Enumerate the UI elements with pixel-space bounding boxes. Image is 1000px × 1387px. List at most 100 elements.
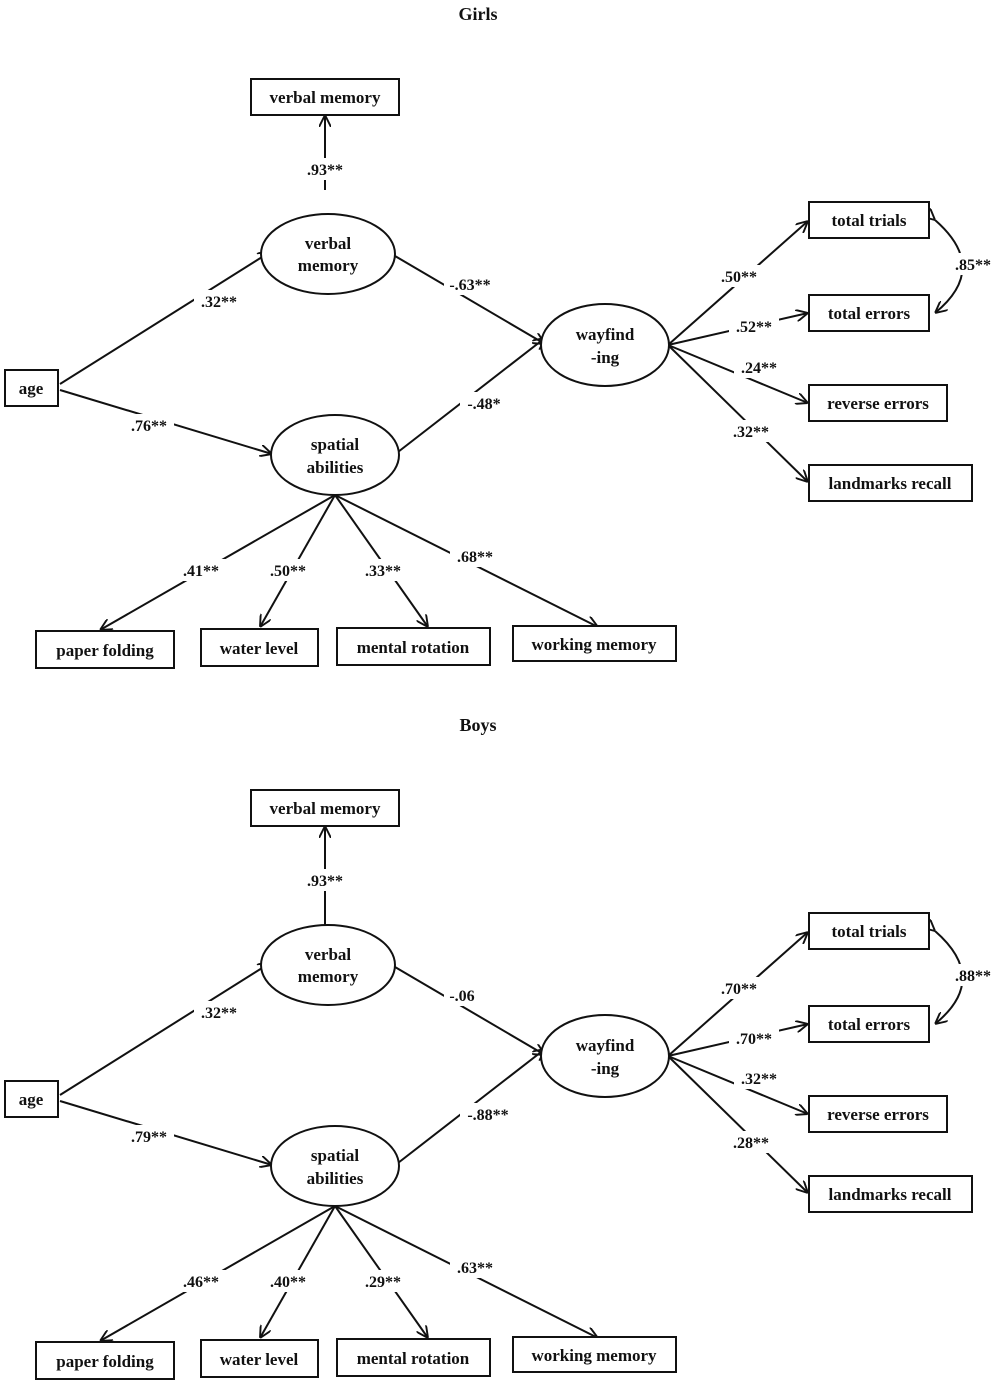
latent-spatial-abilities xyxy=(270,414,400,496)
box-paper-folding-label: paper folding xyxy=(56,1352,154,1371)
box-age xyxy=(4,369,59,407)
coefficients: .93** .32** .79** -.06 -.88** .70** .70*… xyxy=(124,869,998,1292)
box-total-errors xyxy=(808,1005,930,1043)
coef-age-to-spatial: .79** xyxy=(131,1129,167,1146)
coef-trials-errors-covariance: .88** xyxy=(955,968,991,985)
latent-spatial-abilities-line2: abilities xyxy=(307,458,364,477)
box-water-level-label: water level xyxy=(220,1350,299,1369)
coef-age-to-spatial: .76** xyxy=(131,418,167,435)
box-reverse-errors-label: reverse errors xyxy=(827,394,929,413)
coef-way-to-total-trials: .70** xyxy=(721,981,757,998)
coef-verbal-to-wayfinding: -.06 xyxy=(449,988,474,1005)
edge-way-to-landmarks xyxy=(667,344,808,482)
coef-trials-errors-covariance: .85** xyxy=(955,257,991,274)
latent-wayfinding-line1: wayfind xyxy=(576,325,635,344)
latent-wayfinding-line2: -ing xyxy=(591,348,620,367)
box-total-errors xyxy=(808,294,930,332)
edge-age-to-verbal xyxy=(59,963,270,1096)
box-water-level-label: water level xyxy=(220,639,299,658)
edges xyxy=(59,826,964,1341)
coef-spatial-to-mental-rotation: .33** xyxy=(365,563,401,580)
box-total-trials-label: total trials xyxy=(831,922,906,941)
box-working-memory xyxy=(512,1336,677,1373)
box-reverse-errors-label: reverse errors xyxy=(827,1105,929,1124)
coef-spatial-to-working-memory: .63** xyxy=(457,1260,493,1277)
box-landmarks-recall-label: landmarks recall xyxy=(829,1185,952,1204)
box-age-label: age xyxy=(19,1090,44,1109)
coef-spatial-to-water-level: .40** xyxy=(270,1274,306,1291)
coef-way-to-total-errors: .70** xyxy=(736,1031,772,1048)
coef-way-to-total-errors: .52** xyxy=(736,319,772,336)
latent-spatial-abilities-line2: abilities xyxy=(307,1169,364,1188)
box-landmarks-recall-label: landmarks recall xyxy=(829,474,952,493)
box-working-memory-label: working memory xyxy=(531,1346,657,1365)
coef-way-to-total-trials: .50** xyxy=(721,269,757,286)
box-total-trials xyxy=(808,201,930,239)
latent-spatial-abilities xyxy=(270,1125,400,1207)
panel-boys: Boys verbal memory age total trials tota… xyxy=(4,715,998,1380)
box-total-errors-label: total errors xyxy=(828,304,911,323)
latent-wayfinding xyxy=(540,1014,670,1098)
coef-spatial-to-wayfinding: -.48* xyxy=(467,396,500,413)
box-verbal-memory xyxy=(250,789,400,827)
latent-wayfinding-line2: -ing xyxy=(591,1059,620,1078)
edge-age-to-verbal xyxy=(59,252,270,385)
latent-verbal-memory-line1: verbal xyxy=(305,945,352,964)
panel-title: Boys xyxy=(459,715,496,735)
coef-spatial-to-paper-folding: .46** xyxy=(183,1274,219,1291)
coef-way-to-landmarks: .32** xyxy=(733,424,769,441)
box-working-memory-label: working memory xyxy=(531,635,657,654)
latent-spatial-abilities-line1: spatial xyxy=(311,435,359,454)
coef-verbal-to-indicator: .93** xyxy=(307,162,343,179)
box-verbal-memory xyxy=(250,78,400,116)
edge-verbal-to-wayfinding xyxy=(394,966,545,1055)
panel-girls: Girls verbal memory age total trials tot… xyxy=(4,4,998,669)
box-landmarks-recall xyxy=(808,1175,973,1213)
coef-verbal-to-wayfinding: -.63** xyxy=(449,277,490,294)
box-paper-folding xyxy=(35,1341,175,1380)
box-verbal-memory-label: verbal memory xyxy=(270,88,381,107)
box-paper-folding xyxy=(35,630,175,669)
box-reverse-errors xyxy=(808,384,948,422)
coef-spatial-to-working-memory: .68** xyxy=(457,549,493,566)
box-age-label: age xyxy=(19,379,44,398)
box-age xyxy=(4,1080,59,1118)
coef-verbal-to-indicator: .93** xyxy=(307,873,343,890)
coef-way-to-reverse-errors: .32** xyxy=(741,1071,777,1088)
box-mental-rotation xyxy=(336,1338,491,1377)
latent-verbal-memory xyxy=(260,213,396,295)
box-mental-rotation xyxy=(336,627,491,666)
edge-way-to-landmarks xyxy=(667,1055,808,1193)
coef-way-to-reverse-errors: .24** xyxy=(741,360,777,377)
coef-age-to-verbal: .32** xyxy=(201,294,237,311)
latent-wayfinding xyxy=(540,303,670,387)
latent-wayfinding-line1: wayfind xyxy=(576,1036,635,1055)
coefficients: .93** .32** .76** -.63** -.48* .50** .52… xyxy=(124,158,998,581)
coef-spatial-to-mental-rotation: .29** xyxy=(365,1274,401,1291)
box-paper-folding-label: paper folding xyxy=(56,641,154,660)
box-mental-rotation-label: mental rotation xyxy=(357,1349,470,1368)
box-reverse-errors xyxy=(808,1095,948,1133)
box-landmarks-recall xyxy=(808,464,973,502)
box-water-level xyxy=(200,1339,319,1378)
box-verbal-memory-label: verbal memory xyxy=(270,799,381,818)
latent-verbal-memory-line1: verbal xyxy=(305,234,352,253)
coef-way-to-landmarks: .28** xyxy=(733,1135,769,1152)
latent-verbal-memory-line2: memory xyxy=(298,967,359,986)
edge-verbal-to-wayfinding xyxy=(394,255,545,344)
box-total-errors-label: total errors xyxy=(828,1015,911,1034)
coef-spatial-to-wayfinding: -.88** xyxy=(467,1107,508,1124)
panel-title: Girls xyxy=(459,4,498,24)
box-total-trials xyxy=(808,912,930,950)
coef-spatial-to-paper-folding: .41** xyxy=(183,563,219,580)
latent-spatial-abilities-line1: spatial xyxy=(311,1146,359,1165)
latent-verbal-memory xyxy=(260,924,396,1006)
box-working-memory xyxy=(512,625,677,662)
box-water-level xyxy=(200,628,319,667)
edges xyxy=(59,115,964,630)
coef-age-to-verbal: .32** xyxy=(201,1005,237,1022)
latent-verbal-memory-line2: memory xyxy=(298,256,359,275)
box-total-trials-label: total trials xyxy=(831,211,906,230)
coef-spatial-to-water-level: .50** xyxy=(270,563,306,580)
